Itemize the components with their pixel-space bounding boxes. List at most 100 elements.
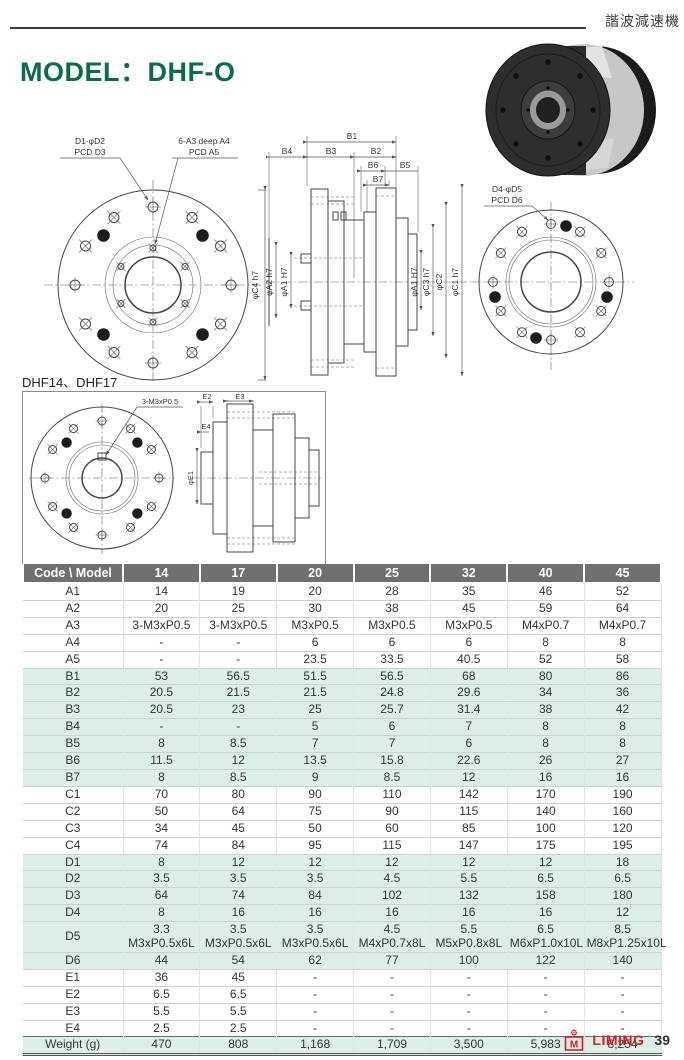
cell-value: - bbox=[199, 718, 278, 736]
cell-value: 8 bbox=[123, 904, 201, 922]
cell-value: 38 bbox=[507, 701, 585, 719]
cell-value: - bbox=[430, 985, 508, 1004]
row-code: A4 bbox=[23, 633, 124, 652]
cell-value: 100 bbox=[507, 819, 585, 838]
cell-value: 3.5 bbox=[276, 870, 355, 888]
cell-value: 4.5 M4xP0.7x8L bbox=[353, 921, 431, 953]
cell-value: 19 bbox=[199, 582, 278, 601]
thread-label: 3-M3xP0.5 bbox=[142, 397, 178, 406]
cell-value: 80 bbox=[507, 667, 585, 685]
header-rule bbox=[10, 27, 586, 29]
cell-value: 7 bbox=[276, 735, 355, 753]
cell-value: 3.3 M3xP0.5x6L bbox=[123, 921, 201, 953]
model-note: DHF14、DHF17 bbox=[22, 375, 118, 390]
liming-logo-icon: M bbox=[565, 1029, 584, 1051]
cell-value: 16 bbox=[430, 904, 508, 922]
cell-value: 8.5 bbox=[199, 735, 278, 753]
cell-value: 8 bbox=[123, 768, 201, 787]
row-code: E2 bbox=[23, 985, 124, 1004]
cell-value: 84 bbox=[199, 836, 278, 854]
cell-value: 5.5 bbox=[123, 1002, 201, 1021]
cell-value: 15.8 bbox=[353, 752, 431, 770]
cell-value: 12 bbox=[276, 853, 355, 871]
cell-value: 53 bbox=[123, 667, 201, 685]
rear-hole-label-line2: PCD D6 bbox=[491, 195, 522, 205]
cell-value: 6.5 M6xP1.0x10L bbox=[507, 921, 585, 953]
cell-value: - bbox=[507, 1002, 585, 1021]
cell-value: 3,500 bbox=[430, 1036, 508, 1057]
cell-value: 33.5 bbox=[353, 650, 431, 669]
cell-value: 470 bbox=[123, 1036, 201, 1057]
cell-value: 60 bbox=[353, 819, 431, 838]
cell-value: - bbox=[507, 985, 585, 1004]
cell-value: - bbox=[123, 650, 201, 669]
cell-value: 3-M3xP0.5 bbox=[199, 616, 278, 635]
cell-value: 115 bbox=[430, 802, 508, 821]
cell-value: 21.5 bbox=[276, 684, 355, 702]
dim-label-a2: φA2 h7 bbox=[266, 268, 274, 296]
col-header-14: 14 bbox=[122, 564, 201, 584]
page-title: MODEL：DHF-O bbox=[20, 57, 236, 87]
cell-value: - bbox=[276, 1019, 355, 1037]
row-code: B2 bbox=[23, 684, 124, 702]
cell-value: 4.5 bbox=[353, 870, 431, 888]
cell-value: 102 bbox=[353, 887, 431, 905]
cell-value: - bbox=[276, 968, 355, 987]
cell-value: 16 bbox=[276, 904, 355, 922]
cell-value: 28 bbox=[353, 582, 431, 601]
cell-value: 9 bbox=[276, 768, 355, 787]
cell-value: 3.5 M3xP0.5x6L bbox=[276, 921, 355, 953]
cell-value: 8.5 bbox=[199, 768, 278, 787]
dim-label-a1-right: φA1 H7 bbox=[409, 267, 419, 296]
cell-value: 7 bbox=[430, 718, 508, 736]
cell-value: 12 bbox=[584, 904, 662, 922]
cell-value: 74 bbox=[123, 836, 201, 854]
brand-name: LIMING bbox=[592, 1032, 645, 1048]
cell-value: 52 bbox=[507, 650, 585, 669]
cell-value: 20 bbox=[276, 582, 355, 601]
cell-value: 5.5 bbox=[430, 870, 508, 888]
cell-value: M3xP0.5 bbox=[276, 616, 355, 635]
cell-value: - bbox=[353, 1002, 431, 1021]
cell-value: 16 bbox=[353, 904, 431, 922]
col-header-40: 40 bbox=[506, 564, 586, 584]
cell-value: 11.5 bbox=[123, 752, 201, 770]
cell-value: - bbox=[584, 985, 662, 1004]
cell-value: 8 bbox=[123, 735, 201, 753]
dim-label-b4: B4 bbox=[282, 146, 293, 156]
cell-value: 6 bbox=[353, 633, 431, 652]
cell-value: 25 bbox=[276, 701, 355, 719]
cell-value: 90 bbox=[353, 802, 431, 821]
cell-value: 3.5 bbox=[123, 870, 201, 888]
dim-label-e3: E3 bbox=[235, 392, 244, 401]
cell-value: 180 bbox=[584, 887, 662, 905]
cell-value: 190 bbox=[584, 785, 662, 804]
row-code: D2 bbox=[23, 870, 124, 888]
cell-value: - bbox=[353, 985, 431, 1004]
cell-value: 50 bbox=[123, 802, 201, 821]
cell-value: 80 bbox=[199, 785, 278, 804]
cell-value: 46 bbox=[507, 582, 585, 601]
row-code: D3 bbox=[23, 887, 124, 905]
col-header-32: 32 bbox=[429, 564, 509, 584]
cell-value: 34 bbox=[123, 819, 201, 838]
cell-value: 14 bbox=[123, 582, 201, 601]
row-code: D5 bbox=[23, 921, 124, 953]
cell-value: 2.5 bbox=[123, 1019, 201, 1037]
front-view-drawing: D1-φD2 PCD D3 6-A3 deep A4 PCD A5 φC4 h7 bbox=[44, 136, 267, 382]
rear-view-drawing: D4-φD5 PCD D6 bbox=[472, 184, 634, 370]
row-code: A3 bbox=[23, 616, 124, 635]
row-code: D6 bbox=[23, 951, 124, 970]
front-hole-label-line1: D1-φD2 bbox=[75, 136, 105, 146]
cell-value: 90 bbox=[276, 785, 355, 804]
cell-value: 12 bbox=[430, 768, 508, 787]
cell-value: 8 bbox=[507, 735, 585, 753]
page-number: 39 bbox=[654, 1032, 670, 1048]
